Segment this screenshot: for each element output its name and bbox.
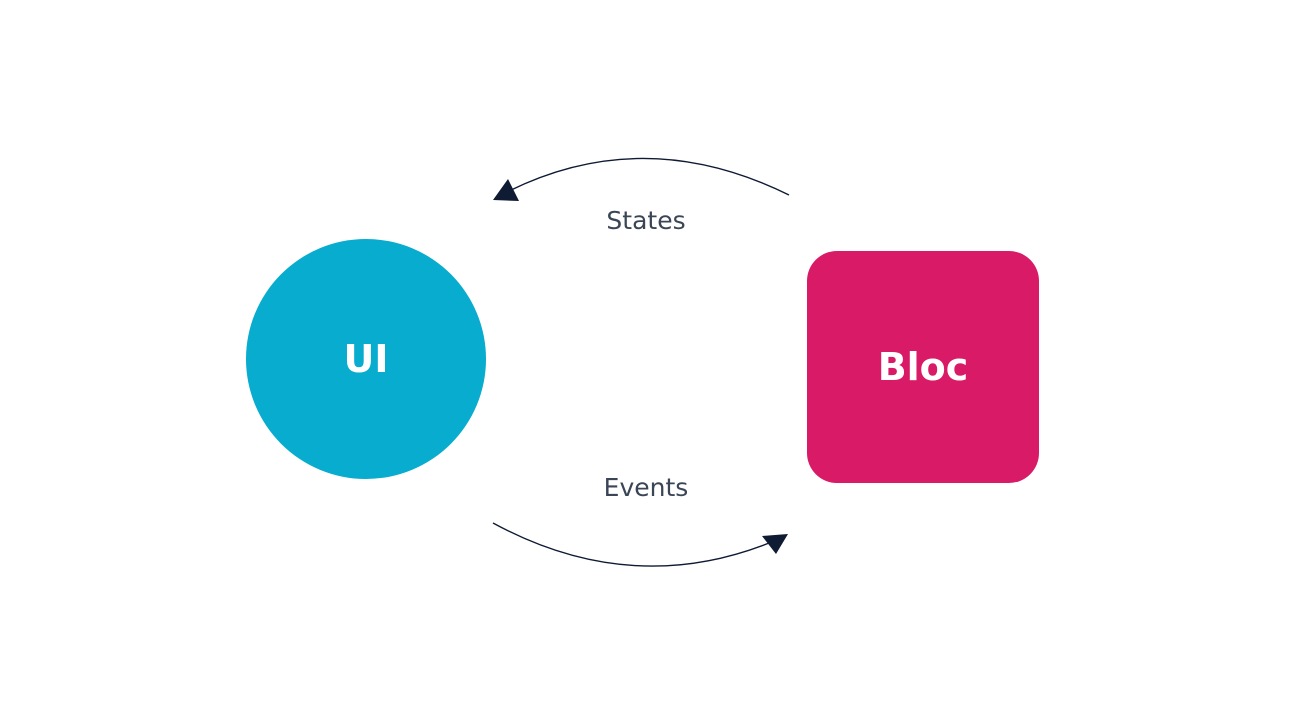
states-label: States — [606, 206, 686, 235]
events-arrow-line — [492, 522, 775, 567]
states-arrow-line — [508, 157, 790, 196]
bloc-node-label: Bloc — [877, 345, 969, 389]
events-arrowhead — [762, 534, 788, 554]
events-label: Events — [603, 473, 689, 502]
states-arrowhead — [493, 179, 519, 201]
bloc-node: Bloc — [807, 251, 1039, 483]
ui-node: UI — [246, 239, 486, 479]
ui-node-label: UI — [343, 337, 389, 381]
